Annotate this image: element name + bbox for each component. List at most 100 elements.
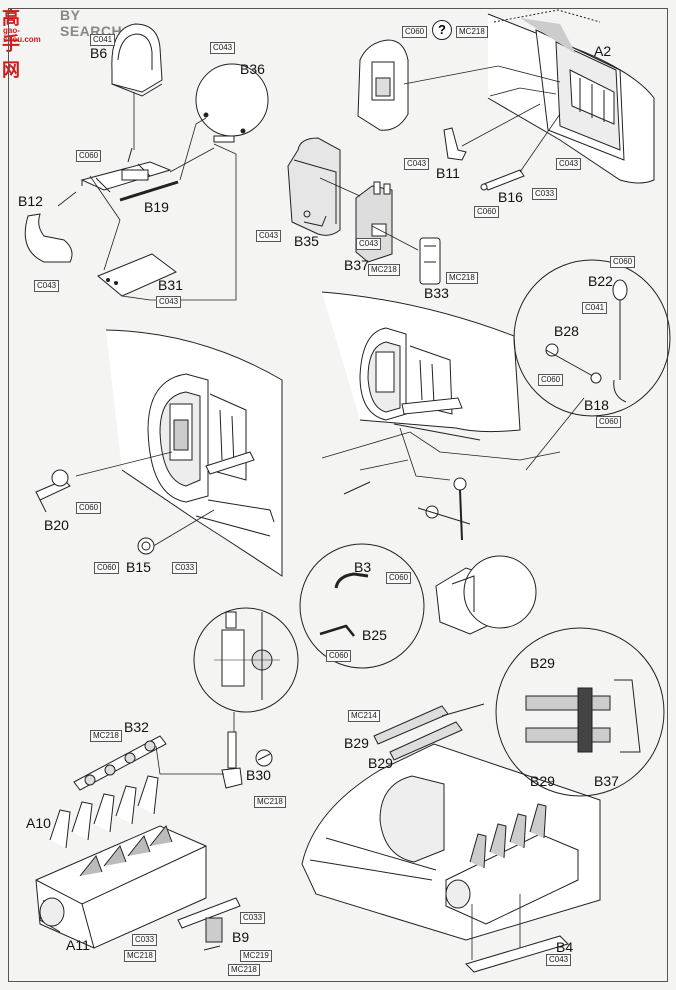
code-b28: C060 — [538, 374, 564, 386]
part-b9-drawing — [177, 897, 241, 951]
code-b35: C043 — [256, 230, 282, 242]
label-b11: B11 — [436, 165, 460, 181]
pipe-b16-drawing — [480, 169, 525, 191]
detail-circle-b29 — [441, 627, 665, 797]
code-b16-a: C033 — [532, 188, 558, 200]
code-top-2: MC218 — [456, 26, 488, 38]
label-b16: B16 — [498, 189, 523, 205]
code-b22-a: C060 — [610, 256, 636, 268]
code-b15-a: C060 — [94, 562, 120, 574]
part-b32-drawing — [73, 735, 224, 791]
code-b18: C060 — [596, 416, 622, 428]
label-b37: B37 — [344, 257, 369, 273]
label-b19: B19 — [144, 199, 169, 215]
label-b29-detail-top: B29 — [530, 655, 555, 671]
disc-b36-drawing — [195, 63, 269, 143]
label-b28: B28 — [554, 323, 579, 339]
label-b32: B32 — [124, 719, 149, 735]
label-b36: B36 — [240, 61, 265, 77]
code-b15-b: C033 — [172, 562, 198, 574]
label-b15: B15 — [126, 559, 151, 575]
assembly-lines-top-right — [403, 65, 561, 173]
code-b36: C043 — [210, 42, 236, 54]
sheet-border — [8, 8, 668, 982]
part-b20-drawing — [35, 469, 71, 513]
code-b37-b: MC218 — [368, 264, 400, 276]
fuselage-mid-left-drawing — [105, 329, 283, 577]
code-b6: C041 — [90, 34, 116, 46]
code-top-1: C060 — [402, 26, 428, 38]
bracket-b11-drawing — [443, 127, 467, 161]
code-b30: MC218 — [254, 796, 286, 808]
detail-circle-right — [513, 259, 671, 471]
frame-b19-drawing — [80, 147, 179, 202]
code-b9-a: C033 — [240, 912, 266, 924]
fuselage-a2-drawing — [487, 9, 655, 184]
code-b37-a: C043 — [356, 238, 382, 250]
strap-b12-drawing — [24, 213, 73, 263]
label-b29-detail-bottom: B29 — [530, 773, 555, 789]
code-b32: MC218 — [90, 730, 122, 742]
label-b29-left: B29 — [344, 735, 369, 751]
code-b12: C043 — [34, 280, 60, 292]
detail-circle-b30 — [193, 607, 299, 760]
label-a10: A10 — [26, 815, 51, 831]
label-b18: B18 — [584, 397, 609, 413]
code-b4: C043 — [546, 954, 572, 966]
control-stick-drawing — [417, 477, 471, 541]
watermark-url: gao-shou.com — [3, 26, 41, 44]
engine-right-drawing — [445, 803, 579, 925]
label-b37-detail: B37 — [594, 773, 619, 789]
code-b11: C043 — [404, 158, 430, 170]
label-b31: B31 — [158, 277, 183, 293]
watermark-cn: 高手网 — [2, 8, 21, 81]
question-mark-icon: ? — [432, 20, 452, 40]
panel-b35-drawing — [287, 137, 341, 236]
code-b16-b: C060 — [474, 206, 500, 218]
label-b22: B22 — [588, 273, 613, 289]
label-b9: B9 — [232, 929, 250, 945]
part-b30-drawing — [221, 731, 273, 789]
code-a2: C043 — [556, 158, 582, 170]
code-b29: MC214 — [348, 710, 380, 722]
assembly-lines-lower-right — [471, 894, 521, 960]
assembly-lines-top-left — [57, 92, 237, 301]
code-b33: MC218 — [446, 272, 478, 284]
label-b29-lower: B29 — [368, 755, 393, 771]
label-b6: B6 — [90, 45, 108, 61]
code-b31: C043 — [156, 296, 182, 308]
box-b33-drawing — [419, 237, 441, 285]
code-b25: C060 — [326, 650, 352, 662]
ring-b3-b25-drawing — [299, 481, 425, 669]
label-b35: B35 — [294, 233, 319, 249]
seat-b6-drawing — [111, 23, 163, 97]
fuselage-mid-center-drawing — [321, 291, 521, 441]
code-a11-b: MC218 — [124, 950, 156, 962]
code-a11-a: C033 — [132, 934, 158, 946]
label-b33: B33 — [424, 285, 449, 301]
label-b25: B25 — [362, 627, 387, 643]
code-b3: C060 — [386, 572, 412, 584]
label-b30: B30 — [246, 767, 271, 783]
seat-back-drawing — [435, 555, 537, 635]
label-b4: B4 — [556, 939, 574, 955]
label-b3: B3 — [354, 559, 372, 575]
label-b20: B20 — [44, 517, 69, 533]
engine-a10-a11-drawing — [35, 775, 207, 949]
code-b19: C060 — [76, 150, 102, 162]
plate-b37-drawing — [355, 181, 393, 263]
code-b9-c: MC218 — [228, 964, 260, 976]
assembly-lines-mid-left — [75, 451, 215, 549]
part-b15-drawing — [137, 537, 155, 555]
assembly-lines-top-mid — [319, 177, 419, 251]
label-a11: A11 — [66, 937, 90, 953]
panel-top-right-drawing — [357, 39, 409, 131]
label-b12: B12 — [18, 193, 43, 209]
assembly-lines-mid-center — [321, 427, 561, 481]
code-b20: C060 — [76, 502, 102, 514]
plate-b31-drawing — [97, 253, 177, 297]
label-a2: A2 — [594, 43, 612, 59]
part-b4-drawing — [465, 935, 569, 973]
